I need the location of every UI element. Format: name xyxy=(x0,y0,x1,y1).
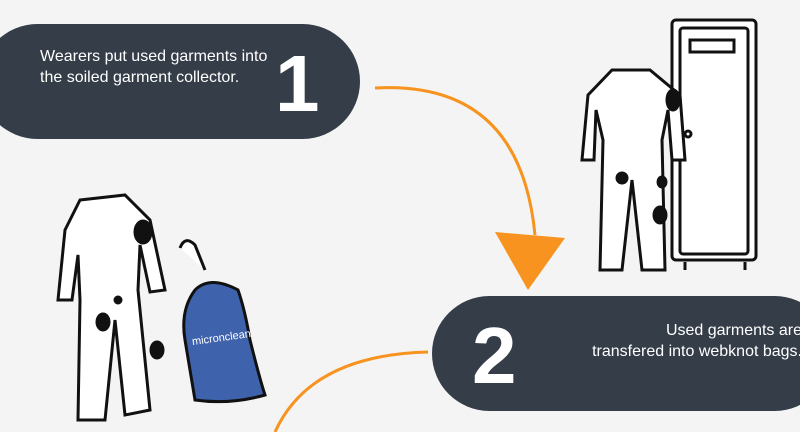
coverall-icon-right xyxy=(580,68,687,272)
step-1-number: 1 xyxy=(275,39,320,128)
step-1-banner: Wearers put used garments into the soile… xyxy=(0,24,360,139)
arrow-curve-1 xyxy=(374,86,537,236)
coverall-icon-left xyxy=(56,193,167,422)
step-2-banner: 2 Used garments are transfered into webk… xyxy=(432,296,800,411)
step-2-number: 2 xyxy=(472,311,517,400)
step-1-text: Wearers put used garments into the soile… xyxy=(40,48,268,86)
step-2-text: Used garments are transfered into webkno… xyxy=(592,322,800,360)
arrow-curve-2 xyxy=(273,350,429,432)
locker-icon xyxy=(670,18,758,270)
webknot-bag-icon xyxy=(178,239,267,404)
arrow-head-1 xyxy=(495,232,565,290)
